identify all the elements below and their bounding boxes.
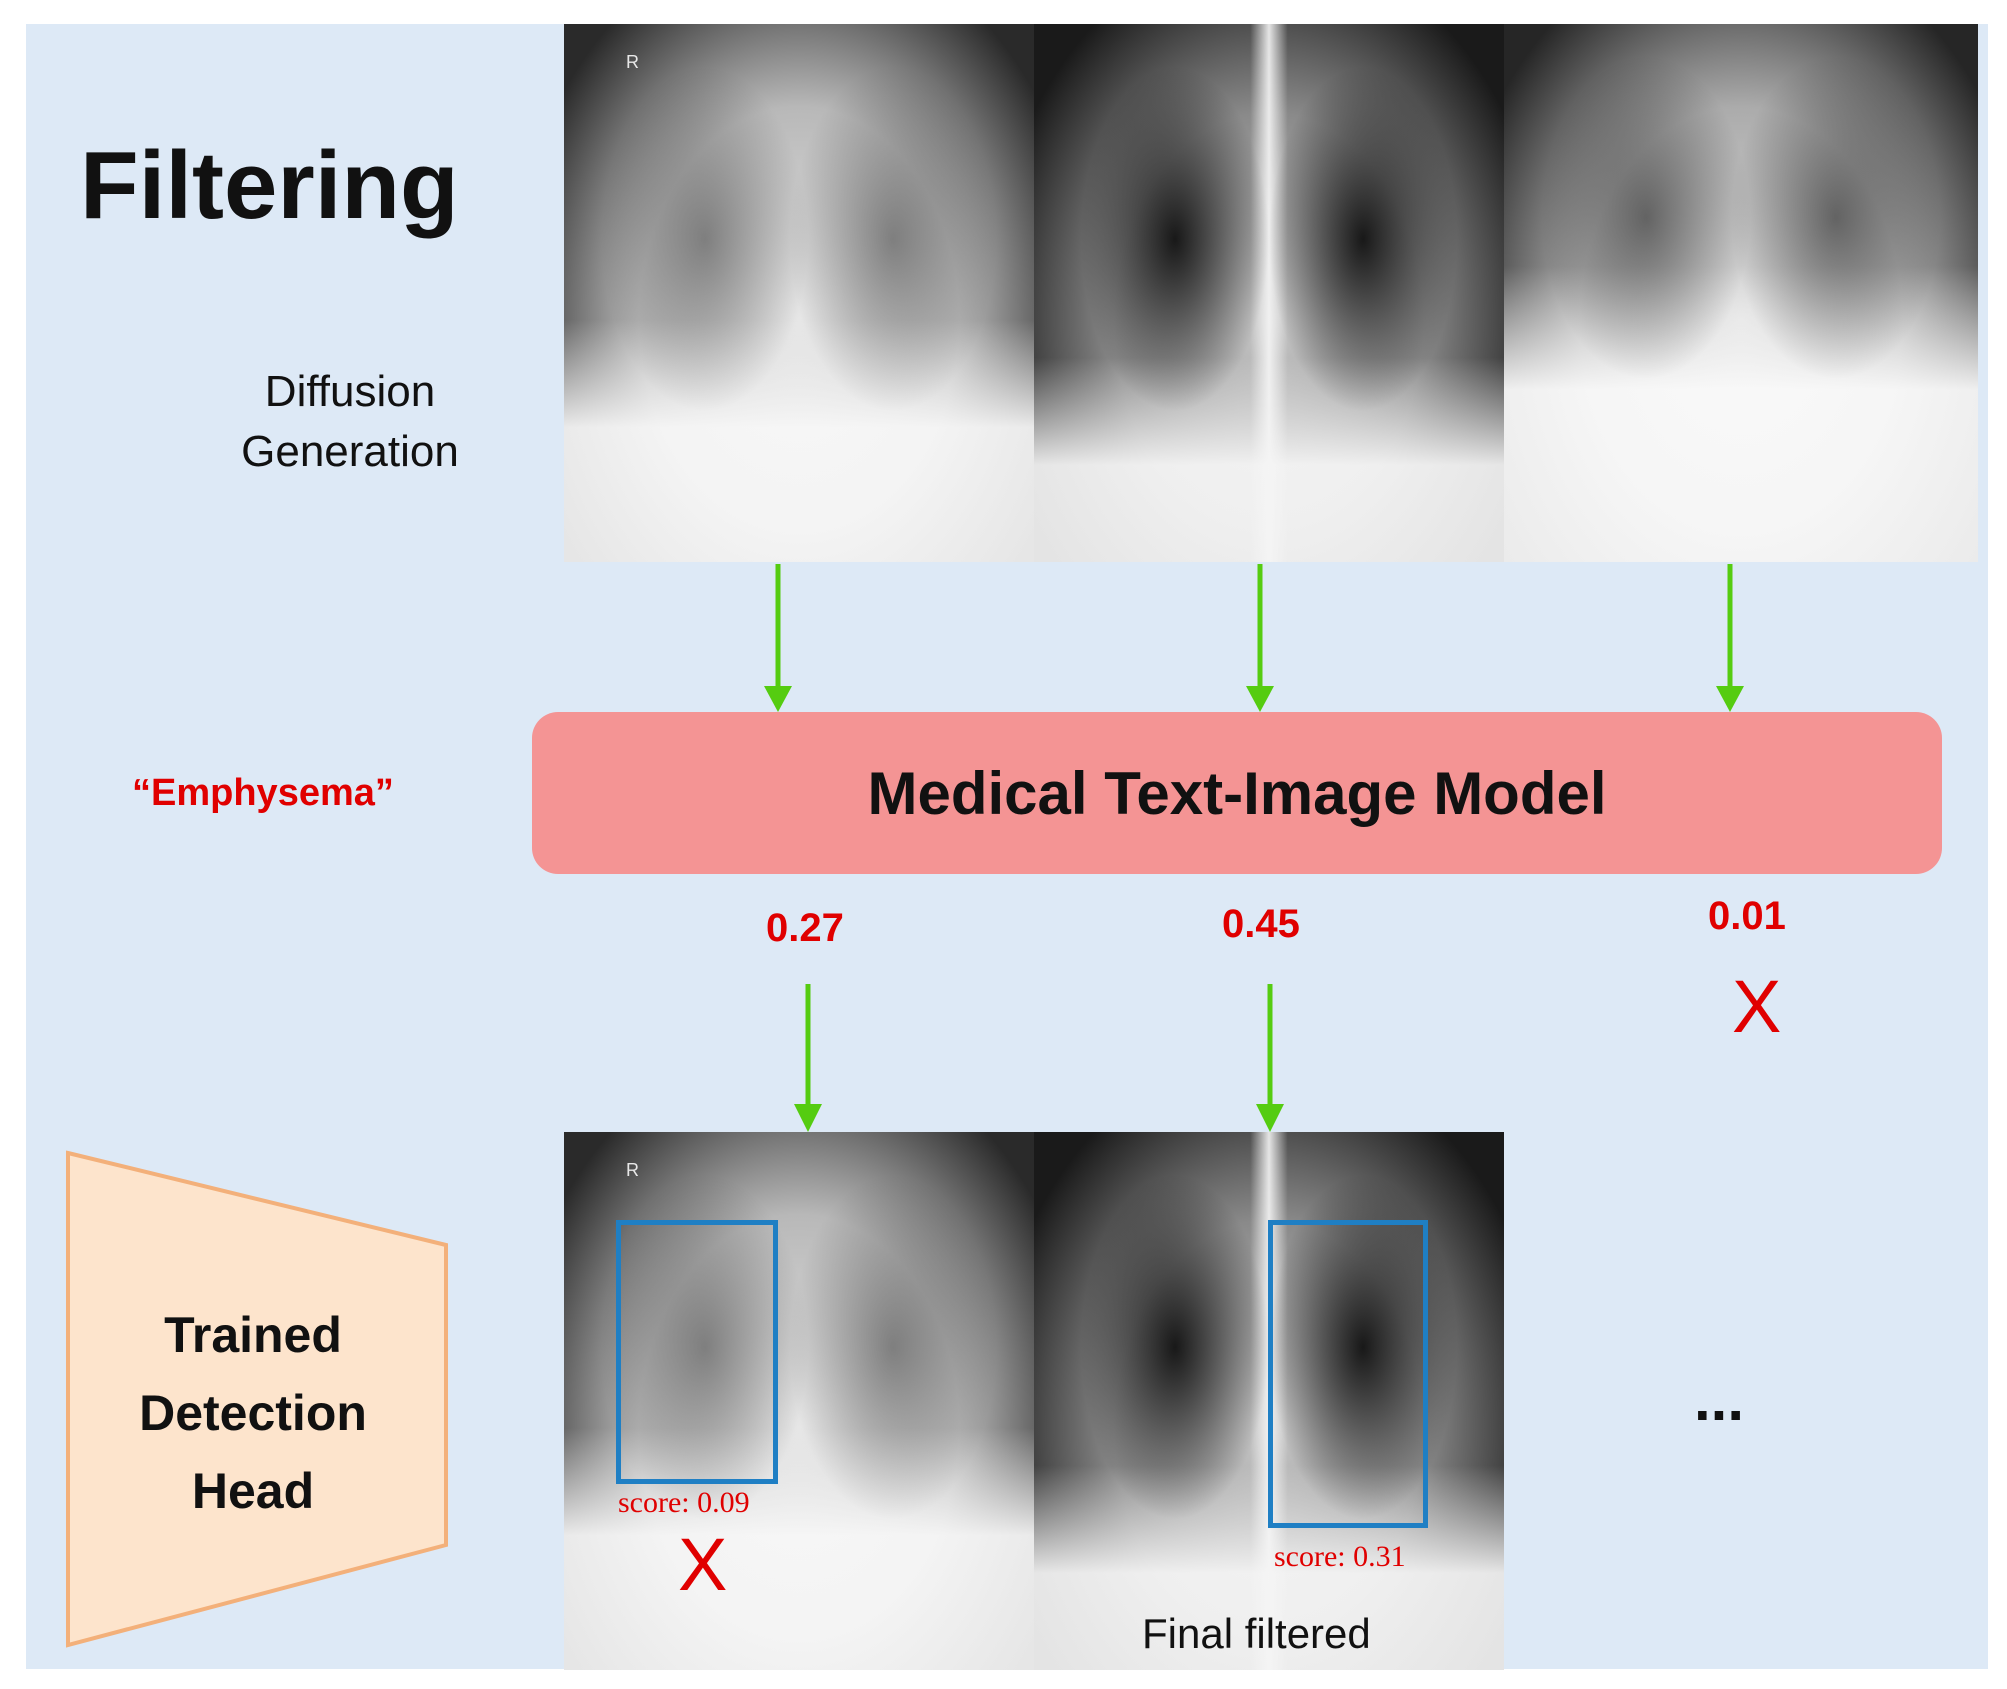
detection-head-line-2: Detection: [139, 1385, 367, 1441]
trained-detection-head-shape: [66, 1150, 448, 1648]
similarity-score-1: 0.27: [766, 906, 844, 950]
detection-score-2: score: 0.31: [1274, 1540, 1406, 1573]
diffusion-label-line-1: Diffusion: [264, 367, 436, 416]
similarity-score-2: 0.45: [1222, 902, 1300, 946]
similarity-score-3: 0.01: [1708, 894, 1786, 938]
prompt-text: “Emphysema”: [132, 772, 394, 814]
rejected-x-mark-detection-1: X: [678, 1523, 728, 1606]
arrow-head: [1256, 1104, 1284, 1132]
detection-score-1: score: 0.09: [618, 1486, 750, 1519]
image-marker-r: R: [626, 52, 639, 72]
more-images-ellipsis: ...: [1694, 1366, 1745, 1433]
medical-text-image-model-box: Medical Text-Image Model: [532, 712, 1942, 874]
detection-xray-image-1: R score: 0.09 X: [564, 1132, 1034, 1670]
detection-box-2: [1268, 1220, 1428, 1528]
model-label: Medical Text-Image Model: [867, 759, 1607, 827]
arrow-head: [794, 1104, 822, 1132]
trained-detection-head-label: Trained Detection Head: [78, 1296, 428, 1530]
diagram-title: Filtering: [80, 132, 459, 239]
arrow-head: [1246, 686, 1274, 712]
image-marker-r: R: [626, 1160, 639, 1180]
generated-xray-image-1: R: [564, 24, 1034, 562]
generated-xray-image-3: [1504, 24, 1978, 562]
detection-box-1: [616, 1220, 778, 1484]
detection-head-line-1: Trained: [164, 1307, 342, 1363]
arrow-head: [764, 686, 792, 712]
detection-xray-image-2: score: 0.31 Final filtered: [1034, 1132, 1504, 1670]
detection-head-line-3: Head: [191, 1463, 315, 1519]
arrow-head: [1716, 686, 1744, 712]
diffusion-generation-label: Diffusion Generation: [200, 362, 500, 482]
final-filtered-label: Final filtered: [1142, 1610, 1371, 1657]
detection-head-trapezoid: [66, 1150, 448, 1648]
generated-xray-image-2: [1034, 24, 1504, 562]
diffusion-label-line-2: Generation: [241, 427, 459, 476]
rejected-x-mark-image-3: X: [1732, 965, 1782, 1048]
